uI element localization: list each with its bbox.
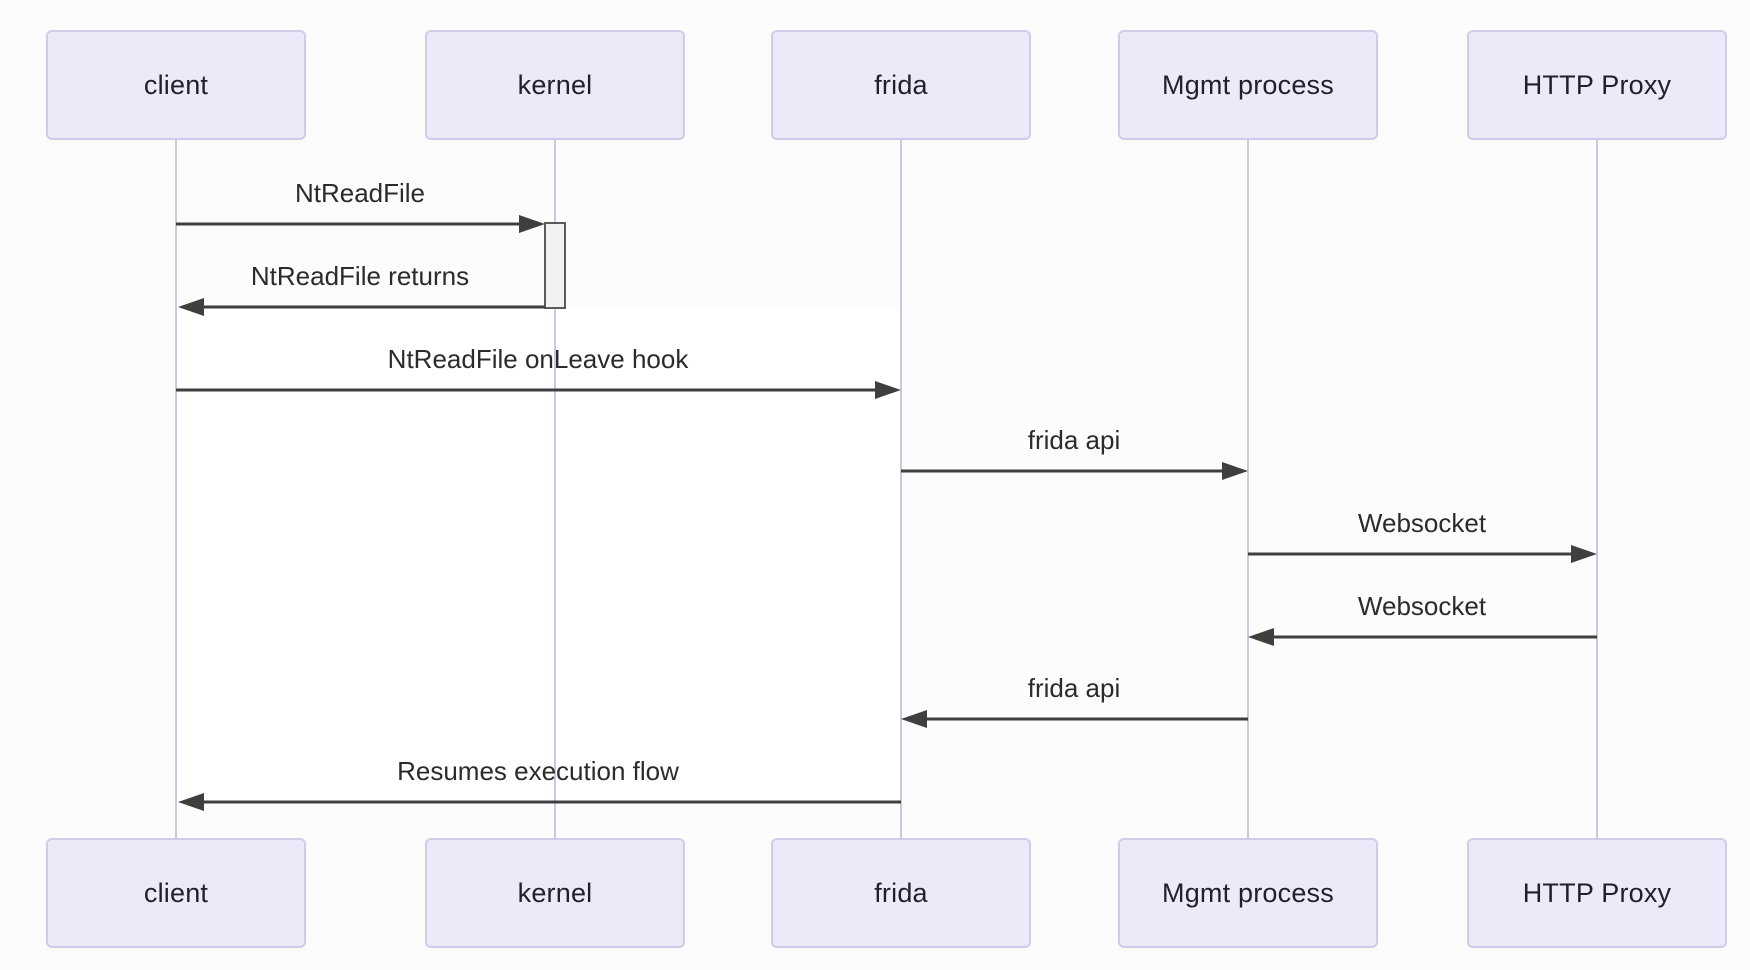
actor-label: kernel (517, 69, 593, 100)
actor-label: Mgmt process (1162, 877, 1334, 908)
message-arrow-websocket-back (1248, 628, 1597, 646)
actor-label: Mgmt process (1162, 69, 1334, 100)
actor-label: frida (874, 877, 928, 908)
actor-bottom-client: client (46, 838, 306, 948)
message-arrow-ntreadfile-returns (178, 298, 545, 316)
actor-top-client: client (46, 30, 306, 140)
actor-bottom-frida: frida (771, 838, 1031, 948)
actor-label: frida (874, 69, 928, 100)
actor-bottom-mgmt-process: Mgmt process (1118, 838, 1378, 948)
message-arrow-resumes-execution (178, 793, 901, 811)
message-arrow-onleave-hook (176, 381, 901, 399)
message-arrow-websocket-out (1248, 545, 1597, 563)
actor-label: kernel (517, 877, 593, 908)
actor-bottom-http-proxy: HTTP Proxy (1467, 838, 1727, 948)
message-arrow-frida-api-out (901, 462, 1248, 480)
message-label-websocket-back: Websocket (1357, 591, 1487, 621)
message-label-resumes-execution: Resumes execution flow (397, 756, 679, 786)
message-label-websocket-out: Websocket (1357, 508, 1487, 538)
message-label-ntreadfile-returns: NtReadFile returns (250, 261, 470, 291)
message-arrow-ntreadfile (176, 215, 545, 233)
message-label-frida-api-back: frida api (1027, 673, 1121, 703)
actor-label: HTTP Proxy (1522, 877, 1672, 908)
message-label-frida-api-out: frida api (1027, 425, 1121, 455)
actor-top-mgmt-process: Mgmt process (1118, 30, 1378, 140)
message-arrow-frida-api-back (901, 710, 1248, 728)
actor-label: client (143, 69, 209, 100)
actor-top-frida: frida (771, 30, 1031, 140)
actor-bottom-kernel: kernel (425, 838, 685, 948)
message-label-ntreadfile: NtReadFile (294, 178, 426, 208)
actor-top-kernel: kernel (425, 30, 685, 140)
actor-label: HTTP Proxy (1522, 69, 1672, 100)
actor-label: client (143, 877, 209, 908)
activation-bar-kernel (544, 222, 566, 309)
highlight-rect (176, 308, 901, 802)
message-label-onleave-hook: NtReadFile onLeave hook (387, 344, 689, 374)
actor-top-http-proxy: HTTP Proxy (1467, 30, 1727, 140)
